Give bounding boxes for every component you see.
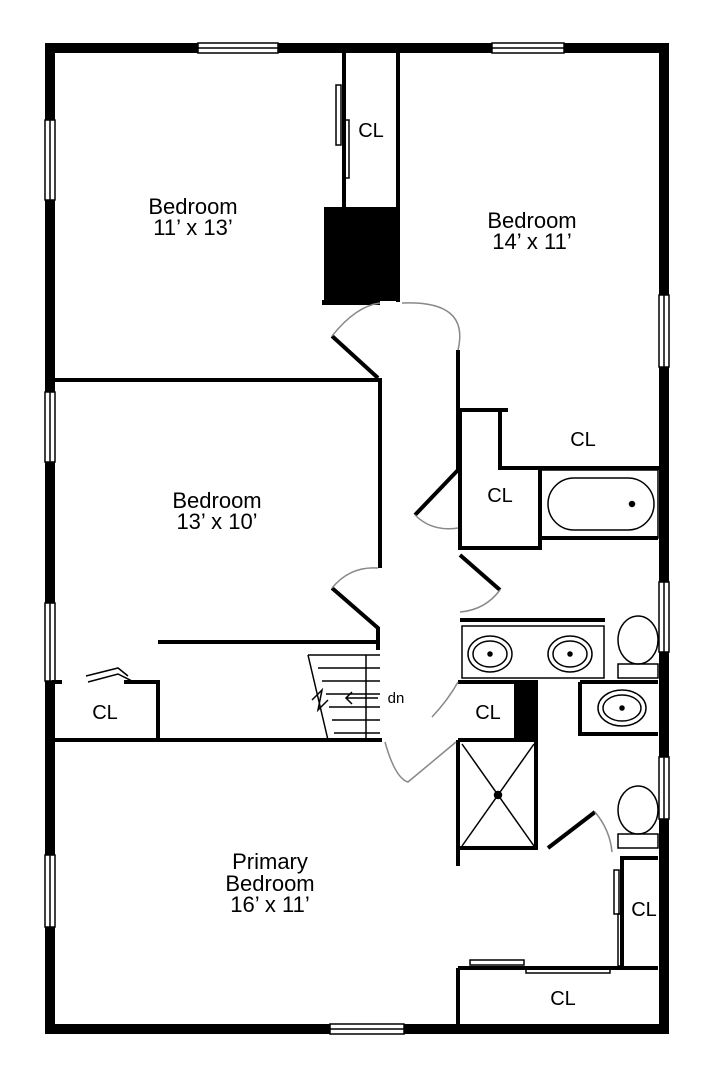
room-dimensions: 16’ x 11’: [230, 892, 310, 917]
windows: [44, 42, 670, 1035]
closet-doors: [85, 84, 624, 974]
closet-label: CL: [475, 702, 501, 724]
stairs-down-label: dn: [388, 690, 405, 707]
room-name: Bedroom: [487, 208, 576, 233]
room-dimensions: 13’ x 10’: [176, 509, 257, 534]
vanity-single: [597, 689, 647, 727]
room-dimensions: 14’ x 11’: [492, 229, 572, 254]
bathtub: [539, 469, 659, 539]
chimney: [324, 207, 398, 301]
room-dimensions: 11’ x 13’: [153, 215, 233, 240]
interior-walls: [52, 50, 660, 1024]
closet-label: CL: [550, 988, 576, 1010]
closet-label: CL: [487, 485, 513, 507]
closet-label: CL: [570, 429, 596, 451]
toilet: [617, 785, 659, 849]
shower: [461, 743, 535, 847]
toilet: [617, 615, 659, 679]
closet-label: CL: [631, 899, 657, 921]
room-name: Bedroom: [172, 488, 261, 513]
room-name: Primary: [232, 849, 308, 874]
shower-wall-block: [514, 682, 536, 740]
closet-label: CL: [358, 120, 384, 142]
stairs: [307, 654, 380, 741]
room-name: Bedroom: [148, 194, 237, 219]
vanity-double: [461, 625, 605, 679]
door-swings: [331, 302, 613, 853]
closet-label: CL: [92, 702, 118, 724]
room-name: Bedroom: [225, 871, 314, 896]
